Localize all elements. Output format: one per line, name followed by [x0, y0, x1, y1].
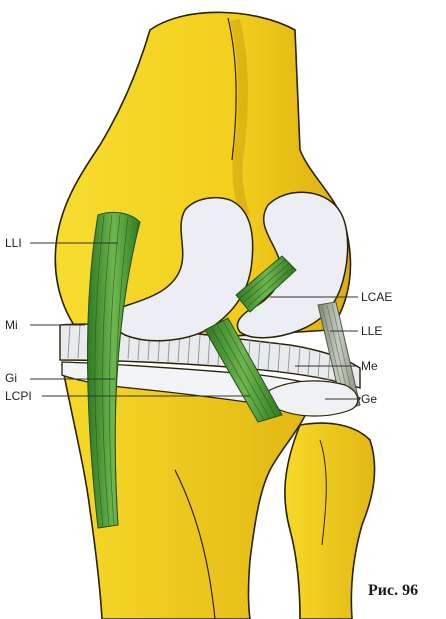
label-gi: Gi	[5, 372, 17, 384]
figure-caption: Рис. 96	[368, 582, 418, 600]
label-lcpi: LCPI	[5, 390, 32, 402]
label-lcae: LCAE	[361, 291, 392, 303]
fibula	[285, 423, 375, 619]
label-mi: Mi	[5, 319, 18, 331]
label-me: Me	[361, 360, 378, 372]
label-lle: LLE	[361, 325, 382, 337]
lateral-meniscus	[268, 381, 358, 416]
label-ge: Ge	[361, 393, 377, 405]
label-lli: LLI	[5, 237, 22, 249]
